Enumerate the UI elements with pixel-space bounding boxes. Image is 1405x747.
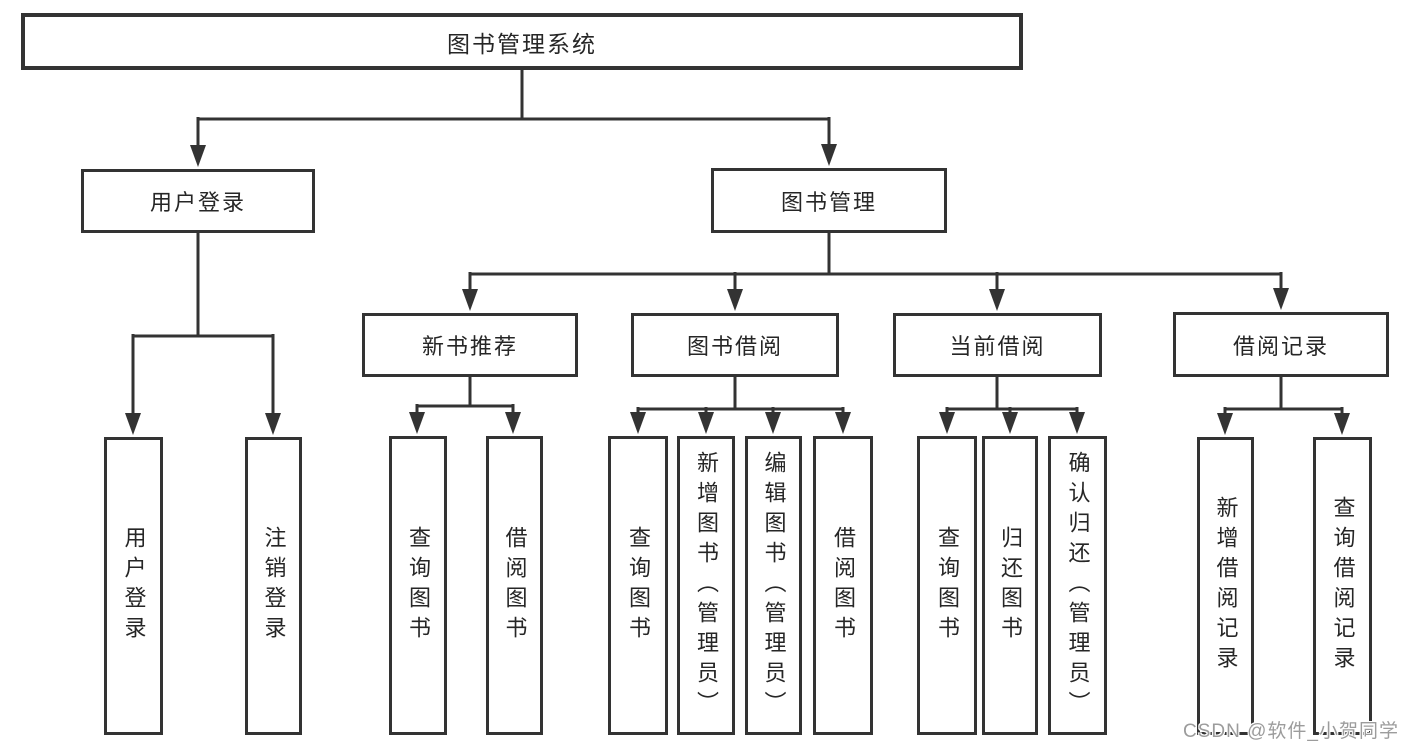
node-borrow-records: 借阅记录 [1173, 312, 1389, 377]
leaf-add-books-admin: 新增图书（管理员） [677, 436, 735, 735]
node-book-borrowing: 图书借阅 [631, 313, 839, 377]
leaf-return-books: 归还图书 [982, 436, 1038, 735]
leaf-add-borrow-record: 新增借阅记录 [1197, 437, 1254, 735]
node-user-login: 用户登录 [81, 169, 315, 233]
leaf-query-books-borrowing: 查询图书 [608, 436, 668, 735]
leaf-confirm-return-admin: 确认归还（管理员） [1048, 436, 1107, 735]
node-current-borrowing: 当前借阅 [893, 313, 1102, 377]
node-new-book-recommend: 新书推荐 [362, 313, 578, 377]
node-library-management-system: 图书管理系统 [21, 13, 1023, 70]
leaf-query-borrow-record: 查询借阅记录 [1313, 437, 1372, 735]
leaf-query-books-recommend: 查询图书 [389, 436, 447, 735]
leaf-query-books-current: 查询图书 [917, 436, 977, 735]
leaf-borrow-books: 借阅图书 [813, 436, 873, 735]
leaf-logout: 注销登录 [245, 437, 302, 735]
leaf-borrow-books-recommend: 借阅图书 [486, 436, 543, 735]
leaf-edit-books-admin: 编辑图书（管理员） [745, 436, 802, 735]
csdn-watermark: CSDN @软件_小贺同学 [1183, 721, 1399, 742]
leaf-user-login: 用户登录 [104, 437, 163, 735]
tree-connectors [131, 70, 1344, 416]
arrow-heads [125, 144, 1350, 435]
node-book-management: 图书管理 [711, 168, 947, 233]
